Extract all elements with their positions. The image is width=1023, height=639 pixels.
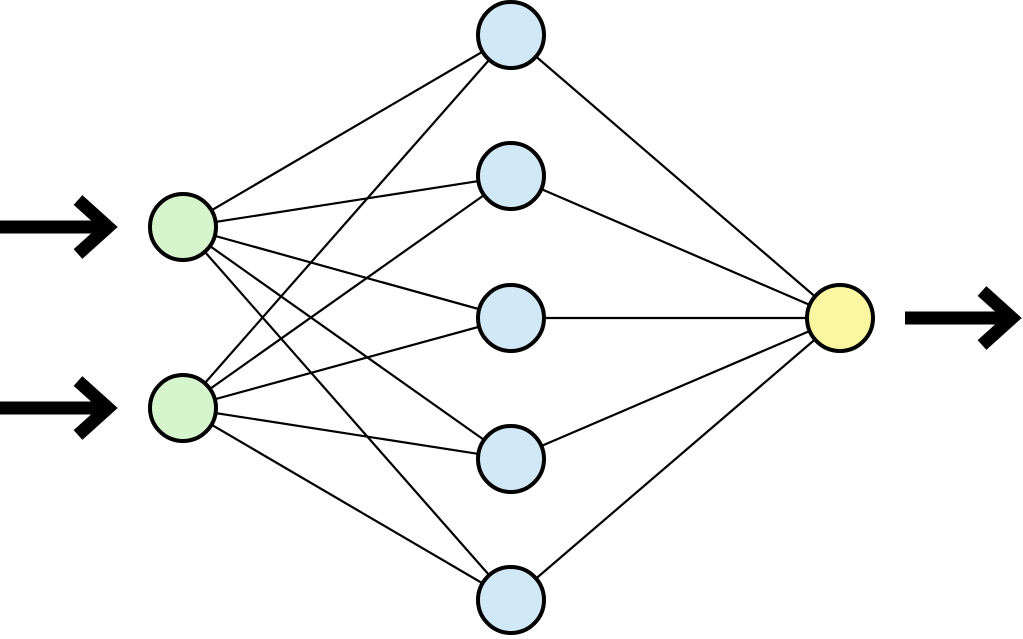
connection-input2-hidden5 bbox=[182, 407, 512, 601]
connection-hidden4-output1 bbox=[510, 316, 841, 461]
connection-input1-hidden4 bbox=[182, 226, 512, 460]
hidden-node-2 bbox=[476, 141, 546, 211]
arrows-group bbox=[0, 195, 1022, 440]
hidden-node-1 bbox=[476, 0, 546, 70]
nodes-group bbox=[148, 0, 875, 635]
connection-input2-hidden4 bbox=[182, 406, 512, 461]
connection-input1-hidden1 bbox=[182, 34, 512, 228]
input-node-2 bbox=[148, 373, 218, 443]
arrow-head bbox=[73, 376, 118, 440]
connection-hidden1-output1 bbox=[510, 34, 841, 319]
output-arrow-icon-1 bbox=[905, 286, 1022, 350]
arrow-head bbox=[73, 195, 118, 259]
input-arrow-icon-2 bbox=[0, 376, 118, 440]
connection-input1-hidden2 bbox=[182, 174, 512, 229]
input-arrow-icon-1 bbox=[0, 195, 118, 259]
connection-input2-hidden1 bbox=[182, 34, 512, 409]
arrow-head bbox=[977, 286, 1022, 350]
connection-hidden5-output1 bbox=[510, 317, 841, 601]
hidden-node-5 bbox=[476, 565, 546, 635]
connection-input1-hidden5 bbox=[182, 226, 512, 601]
hidden-node-3 bbox=[476, 283, 546, 353]
connection-input1-hidden3 bbox=[182, 225, 512, 320]
input-node-1 bbox=[148, 192, 218, 262]
connections-group bbox=[182, 34, 841, 601]
connection-hidden2-output1 bbox=[510, 174, 841, 320]
connection-input2-hidden3 bbox=[182, 316, 512, 410]
output-node-1 bbox=[805, 283, 875, 353]
hidden-node-4 bbox=[476, 424, 546, 494]
connection-input2-hidden2 bbox=[182, 175, 512, 409]
